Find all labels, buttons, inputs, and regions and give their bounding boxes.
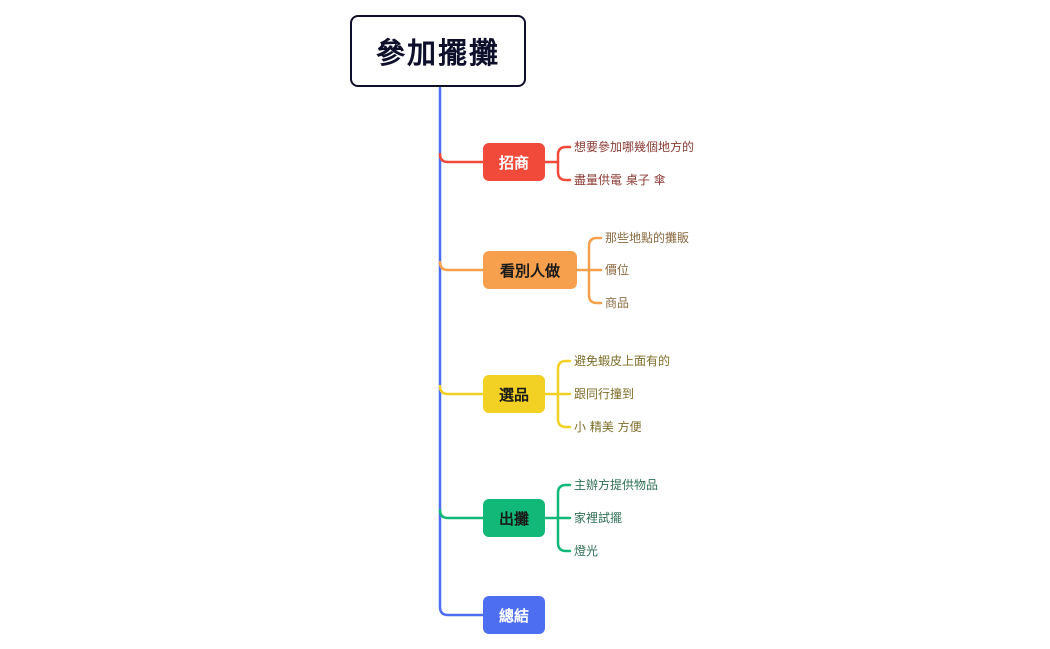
branch-kan-bieren-zuo[interactable]: 看別人做 [483, 251, 577, 289]
leaf-item[interactable]: 小 精美 方便 [574, 420, 642, 434]
leaf-item[interactable]: 避免蝦皮上面有的 [574, 354, 671, 368]
branch-zongjie[interactable]: 總結 [483, 596, 545, 634]
branch-label: 招商 [498, 153, 529, 172]
branch-zhaoshang[interactable]: 招商 [483, 143, 545, 181]
leaf-item[interactable]: 家裡試擺 [574, 511, 623, 525]
branch-label: 選品 [498, 385, 529, 404]
branch-connector [438, 384, 485, 396]
branch-connector [438, 508, 485, 520]
branch-xuanpin[interactable]: 選品 [483, 375, 545, 413]
root-topic[interactable]: 參加擺攤 [350, 15, 526, 87]
root-title: 參加擺攤 [375, 36, 500, 70]
leaf-item[interactable]: 燈光 [574, 544, 599, 558]
branch-chutan[interactable]: 出攤 [483, 499, 545, 537]
leaf-item[interactable]: 那些地點的攤販 [605, 231, 690, 245]
branch-label: 看別人做 [499, 261, 560, 280]
leaf-item[interactable]: 跟同行撞到 [574, 387, 635, 401]
leaf-bracket [556, 145, 572, 182]
leaf-item[interactable]: 價位 [605, 263, 630, 277]
branch-label: 出攤 [498, 509, 529, 528]
spine-connector [438, 86, 485, 617]
branch-label: 總結 [498, 606, 529, 625]
leaf-item[interactable]: 盡量供電 桌子 傘 [574, 173, 666, 187]
leaf-item[interactable]: 想要參加哪幾個地方的 [574, 140, 695, 154]
leaf-item[interactable]: 主辦方提供物品 [574, 478, 659, 492]
branch-connector [438, 260, 485, 272]
branch-connector [438, 152, 485, 164]
leaf-item[interactable]: 商品 [605, 296, 630, 310]
